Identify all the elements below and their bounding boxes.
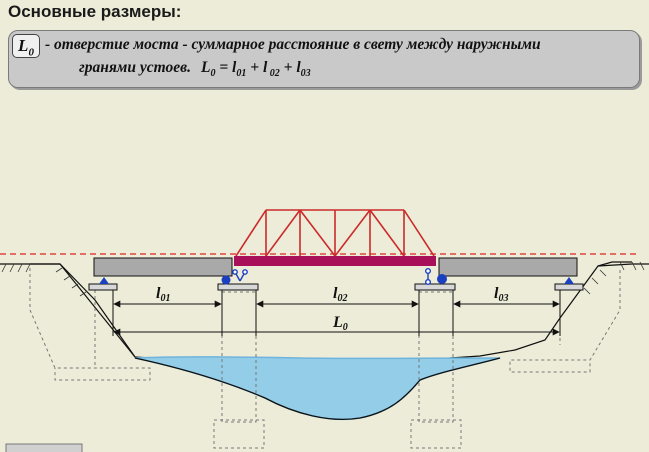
truss-span [235, 209, 435, 257]
definition-line-2-text: гранями устоев. [79, 59, 191, 76]
label-l03-main: l [494, 285, 499, 302]
formula-t2: l [262, 59, 268, 76]
definition-line-1: - отверстие моста - суммарное расстояние… [45, 36, 541, 53]
ground-hatch-left [1, 263, 87, 297]
formula-t1: l [232, 59, 237, 76]
ground-profile [0, 263, 649, 374]
right-pier-outline [410, 291, 462, 449]
label-l02: l02 [333, 285, 347, 304]
riverbed [134, 357, 501, 421]
symbol-sub: 0 [28, 46, 34, 59]
fixed-bearing-left-icon [99, 277, 109, 284]
fixed-bearing-right-icon [564, 277, 574, 284]
label-l03: l03 [494, 285, 508, 304]
formula-lhs: L [200, 59, 211, 76]
label-L0-sub: 0 [343, 322, 348, 333]
label-l02-main: l [333, 285, 338, 302]
formula-plus1: + [246, 59, 263, 76]
formula-t3: l [296, 59, 301, 76]
support-faces [112, 290, 561, 336]
formula-lhs-sub: 0 [210, 68, 216, 80]
formula-t2-sub: 02 [267, 68, 280, 80]
definition-box: L0 - отверстие моста - суммарное расстоя… [8, 30, 640, 88]
right-span-girder [438, 257, 578, 277]
pinned-bearing-icon [232, 269, 248, 282]
right-abutment-outline [509, 270, 621, 373]
left-span-girder [93, 257, 233, 277]
corner-box-fragment [5, 443, 83, 452]
label-l03-sub: 03 [498, 293, 508, 304]
symbol-main: L [18, 36, 29, 55]
main-span-girder [234, 256, 436, 266]
label-l01-sub: 01 [160, 293, 170, 304]
roller-bearing-icon [221, 275, 231, 285]
symbol-badge: L0 [12, 34, 40, 58]
label-l01-main: l [156, 285, 161, 302]
ground-hatch-right [583, 261, 645, 295]
page-title: Основные размеры: [8, 2, 182, 21]
river-water [134, 356, 501, 421]
label-l02-sub: 02 [337, 293, 347, 304]
formula-t1-sub: 01 [236, 68, 247, 80]
left-pier-outline [213, 291, 265, 449]
support-caps [88, 283, 584, 291]
formula: L0 = l01 + l 02 + l03 [200, 59, 311, 80]
roller-bearing-right-icon [437, 274, 447, 284]
dimension-lines [113, 300, 560, 336]
label-L0: L0 [332, 314, 348, 333]
right-embankment [597, 261, 632, 267]
formula-t3-sub: 03 [300, 68, 311, 80]
left-abutment-outline [29, 268, 151, 381]
definition-line-2: гранями устоев.L0 = l01 + l 02 + l03 [79, 59, 311, 79]
left-embankment [30, 263, 136, 358]
formula-eq: = [215, 59, 233, 76]
label-l01: l01 [156, 285, 170, 304]
formula-plus2: + [279, 59, 297, 76]
rocker-bearing-icon [425, 268, 432, 286]
bearings [99, 268, 574, 286]
label-L0-main: L [332, 314, 343, 331]
